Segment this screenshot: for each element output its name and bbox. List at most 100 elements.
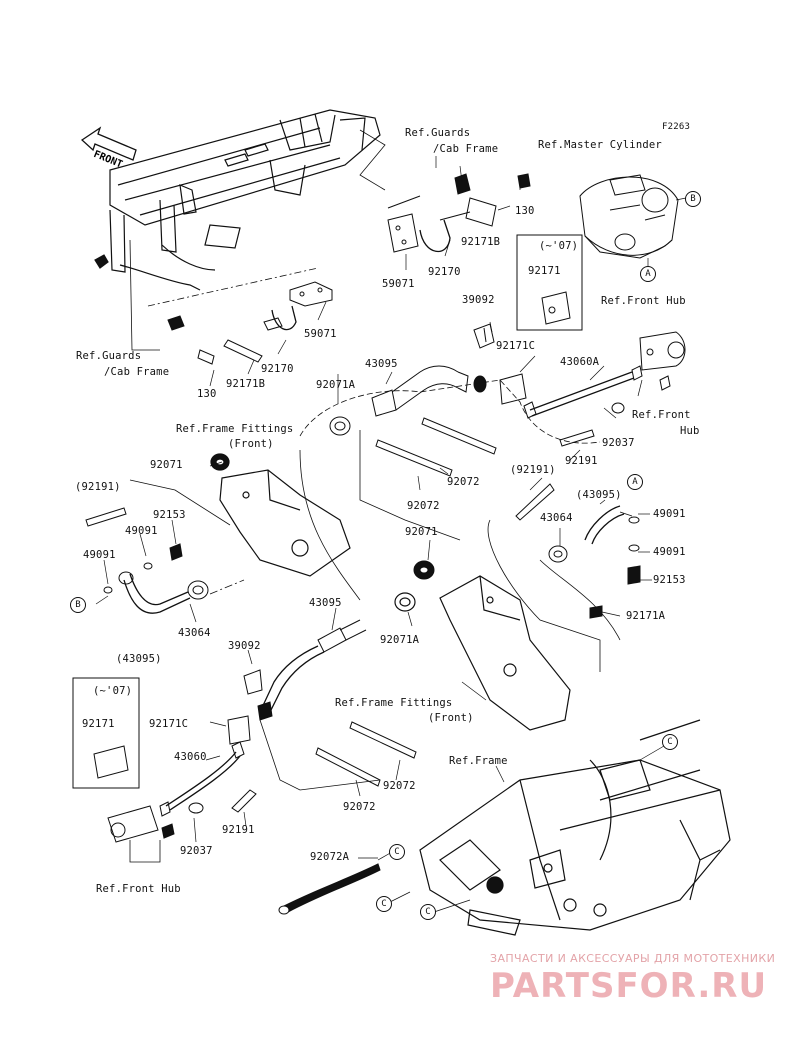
ref-frame-fittings-top-line2: (Front) <box>228 438 274 450</box>
ref-guards-top-line2: /Cab Frame <box>433 143 499 155</box>
right-hose-group <box>515 483 641 619</box>
part-92153-right: 92153 <box>653 574 686 586</box>
part-92072-top-left: 92072 <box>407 500 440 512</box>
part-92071a-mid: 92071A <box>380 634 420 646</box>
part-43095-top: 43095 <box>365 358 398 370</box>
bracket-92171c-bottom <box>227 715 251 745</box>
part-43060a: 43060A <box>560 356 600 368</box>
brake-line-43060a <box>523 365 643 419</box>
cable-tie-92072a <box>278 863 381 915</box>
ref-front-hub-mid-line1: Ref.Front <box>632 409 691 421</box>
cable-ties-top <box>375 417 497 477</box>
part-92171-inset-bottom: 92171 <box>82 718 115 730</box>
callout-a-right: A <box>627 474 643 490</box>
part-43095-paren-left: (43095) <box>116 653 162 665</box>
guard-cab-frame <box>94 109 381 291</box>
ref-guards-top-line1: Ref.Guards <box>405 127 471 139</box>
ref-frame-fittings-mid-line2: (Front) <box>428 712 474 724</box>
callout-b-top: B <box>685 191 701 207</box>
part-39092-top: 39092 <box>462 294 495 306</box>
part-130-left: 130 <box>197 388 217 400</box>
ref-guards-left-line1: Ref.Guards <box>76 350 142 362</box>
left-hose-group <box>85 507 209 614</box>
part-92191-top: 92191 <box>565 455 598 467</box>
clip-bottom <box>243 669 263 695</box>
inset-top-note: (~'07) <box>539 240 579 252</box>
callout-c-left2: C <box>420 904 436 920</box>
hose-43095-mid <box>257 619 367 721</box>
ref-front-hub-top: Ref.Front Hub <box>601 295 686 307</box>
part-43064-right: 43064 <box>540 512 573 524</box>
part-39092-bottom: 39092 <box>228 640 261 652</box>
ref-frame: Ref.Frame <box>449 755 508 767</box>
part-130-top: 130 <box>515 205 535 217</box>
part-92071-left: 92071 <box>150 459 183 471</box>
part-49091-right-b: 49091 <box>653 546 686 558</box>
ref-front-hub-mid-line2: Hub <box>680 425 700 437</box>
callout-a-top: A <box>640 266 656 282</box>
frame-fitting-right <box>394 575 571 731</box>
inset-bottom-note: (~'07) <box>93 685 133 697</box>
part-92072-top-right: 92072 <box>447 476 480 488</box>
part-92153-left: 92153 <box>153 509 186 521</box>
callout-b-left: B <box>70 597 86 613</box>
inset-bracket-bottom <box>93 745 129 779</box>
part-43064-left: 43064 <box>178 627 211 639</box>
watermark-logo: PARTSFOR.RU <box>490 966 768 1006</box>
hose-43095-top <box>329 365 487 436</box>
diagram-id: F2263 <box>662 122 691 132</box>
part-43095-mid: 43095 <box>309 597 342 609</box>
watermark-tagline: ЗАПЧАСТИ И АКСЕССУАРЫ ДЛЯ МОТОТЕХНИКИ <box>490 952 776 965</box>
part-59071-left: 59071 <box>304 328 337 340</box>
bracket-group-top <box>387 173 531 253</box>
tube-92191-bottom <box>231 789 257 813</box>
front-arrow-icon <box>80 126 137 161</box>
clip-top <box>473 323 495 349</box>
tube-92191-top <box>559 429 595 447</box>
part-92071-mid: 92071 <box>405 526 438 538</box>
inset-box-top <box>516 234 583 331</box>
front-hub-bottom <box>107 801 175 843</box>
part-49091-right-a: 49091 <box>653 508 686 520</box>
part-92071a-top: 92071A <box>316 379 356 391</box>
leader-lines <box>95 156 687 913</box>
frame-fitting-left <box>210 453 351 577</box>
part-92072a: 92072A <box>310 851 350 863</box>
part-43095-paren-right: (43095) <box>576 489 622 501</box>
part-92191-paren-right: (92191) <box>510 464 556 476</box>
part-92171c-bottom: 92171C <box>149 718 189 730</box>
part-92170-top: 92170 <box>428 266 461 278</box>
ref-guards-left-line2: /Cab Frame <box>104 366 170 378</box>
part-49091-left-a: 49091 <box>125 525 158 537</box>
part-92171-inset-top: 92171 <box>528 265 561 277</box>
part-92191-paren-left: (92191) <box>75 481 121 493</box>
front-hub-top <box>639 331 686 391</box>
bracket-92171c-top <box>499 373 527 405</box>
brake-line-43060 <box>165 741 245 811</box>
inset-box-bottom <box>72 677 140 789</box>
part-92171c-top: 92171C <box>496 340 536 352</box>
main-frame <box>419 719 731 936</box>
master-cylinder <box>579 174 679 259</box>
part-92072-bottom: 92072 <box>343 801 376 813</box>
clamp-92037-top <box>611 402 625 414</box>
part-92191-bottom: 92191 <box>222 824 255 836</box>
inset-bracket-top <box>541 291 571 325</box>
callout-c-right: C <box>662 734 678 750</box>
ref-frame-fittings-top-line1: Ref.Frame Fittings <box>176 423 294 435</box>
ref-front-hub-bottom: Ref.Front Hub <box>96 883 181 895</box>
part-92072-mid: 92072 <box>383 780 416 792</box>
part-92171b-top: 92171B <box>461 236 501 248</box>
part-92171b-left: 92171B <box>226 378 266 390</box>
ref-master-cylinder: Ref.Master Cylinder <box>538 139 662 151</box>
part-92171a: 92171A <box>626 610 666 622</box>
cable-ties-mid <box>315 721 417 787</box>
ref-frame-fittings-mid-line1: Ref.Frame Fittings <box>335 697 453 709</box>
grommet-92071-mid <box>413 560 435 580</box>
part-92037-top: 92037 <box>602 437 635 449</box>
part-92037-bottom: 92037 <box>180 845 213 857</box>
callout-c-left1: C <box>376 896 392 912</box>
bracket-group-left <box>167 281 333 365</box>
